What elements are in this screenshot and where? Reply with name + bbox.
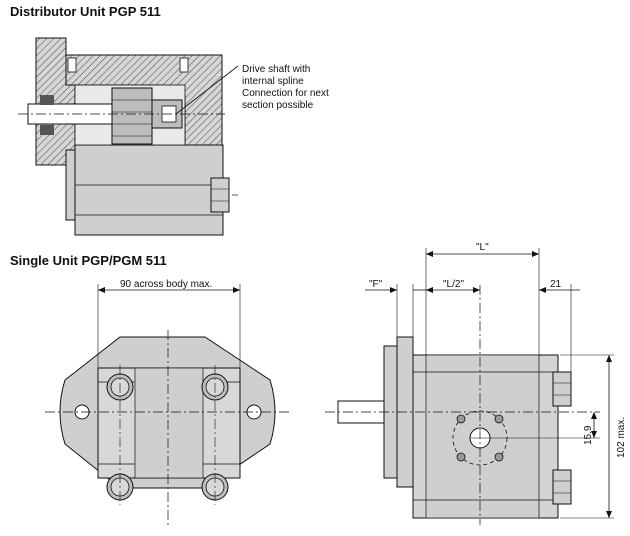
distributor-body-lower — [74, 144, 224, 236]
callout-line-3: Connection for next — [242, 88, 329, 99]
drive-shaft-callout: Drive shaft with internal spline Connect… — [242, 64, 329, 111]
callout-line-4: section possible — [242, 100, 314, 111]
dim-across-body: 90 across body max. — [120, 279, 212, 290]
distributor-section-view — [18, 37, 239, 236]
dim-15-9: 15.9 — [583, 425, 594, 445]
dim-21: 21 — [550, 279, 562, 290]
dim-L: "L" — [476, 242, 489, 253]
dim-L-half: "L/2" — [443, 279, 464, 290]
dim-102-max: 102 max. — [616, 417, 627, 458]
callout-line-2: internal spline — [242, 76, 304, 87]
heading-distributor-unit: Distributor Unit PGP 511 — [10, 4, 161, 19]
heading-single-unit: Single Unit PGP/PGM 511 — [10, 253, 167, 268]
distributor-port-fitting — [210, 177, 230, 213]
side-bolt-top — [552, 371, 572, 407]
callout-leader — [175, 65, 239, 115]
dim-F: "F" — [369, 279, 383, 290]
single-unit-front-view — [45, 284, 290, 528]
distributor-gear — [111, 87, 153, 145]
callout-line-1: Drive shaft with — [242, 64, 310, 75]
side-bolt-bottom — [552, 469, 572, 505]
single-unit-side-view — [325, 248, 614, 525]
